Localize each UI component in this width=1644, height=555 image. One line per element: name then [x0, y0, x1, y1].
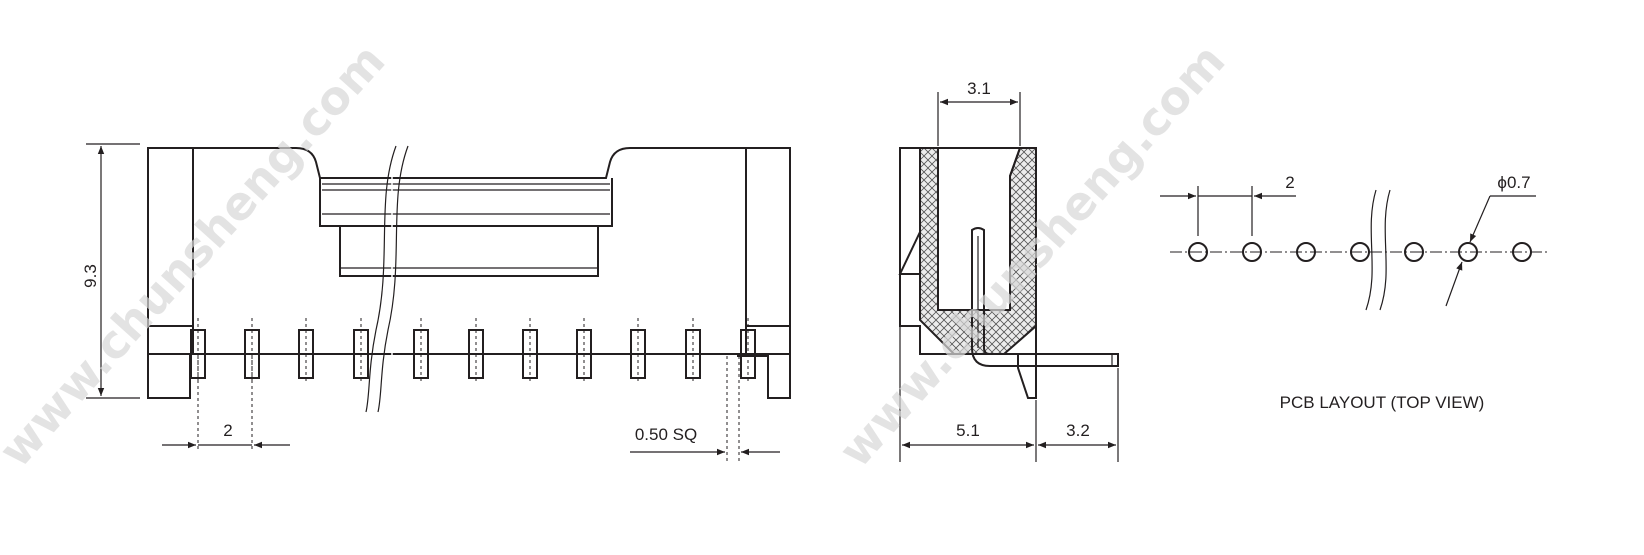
pin: [190, 318, 206, 382]
pcb-layout-title: PCB LAYOUT (TOP VIEW): [1280, 393, 1485, 412]
watermark-text-right: www.chunsheng.com: [828, 33, 1235, 477]
hole-diameter-dimension: ϕ0.7: [1497, 173, 1530, 192]
pcb-pitch-dimension: 2: [1285, 173, 1294, 192]
watermark: www.chunsheng.com www.chunsheng.com: [0, 33, 1235, 477]
pcb-hole: [1296, 242, 1316, 262]
pin: [576, 318, 592, 382]
pin: [740, 318, 756, 382]
housing-outline: [147, 147, 791, 399]
window-lower: [339, 226, 599, 277]
pin-row: [190, 318, 756, 382]
body-depth-dimension: 5.1: [956, 421, 980, 440]
pcb-hole: [1350, 242, 1370, 262]
pcb-hole: [1404, 242, 1424, 262]
hole-row: [1188, 242, 1532, 262]
height-dimension: 9.3: [81, 264, 100, 288]
pin: [244, 318, 260, 382]
pin: [298, 318, 314, 382]
pin: [630, 318, 646, 382]
pcb-hole: [1242, 242, 1262, 262]
break-line-1: [365, 145, 397, 413]
pin: [685, 318, 701, 382]
pitch-dimension: 2: [223, 421, 232, 440]
pin-extension-dimension: 3.2: [1066, 421, 1090, 440]
pcb-hole: [1458, 242, 1478, 262]
pcb-hole: [1188, 242, 1208, 262]
pcb-hole: [1512, 242, 1532, 262]
side-view: 3.1 5.1 3.2: [898, 79, 1119, 462]
top-width-dimension: 3.1: [967, 79, 991, 98]
break-line-2: [377, 145, 409, 413]
right-angle-pin: [971, 227, 1119, 367]
pin: [353, 318, 369, 382]
pin: [468, 318, 484, 382]
pin: [522, 318, 538, 382]
pcb-layout: 2 ϕ0.7 PCB LAYOUT (TOP VIEW): [1160, 173, 1550, 412]
window-upper: [319, 178, 613, 227]
pin-size-dimension: 0.50 SQ: [635, 425, 697, 444]
pin: [413, 318, 429, 382]
front-view: 9.3 2 0.50 SQ: [81, 143, 791, 462]
